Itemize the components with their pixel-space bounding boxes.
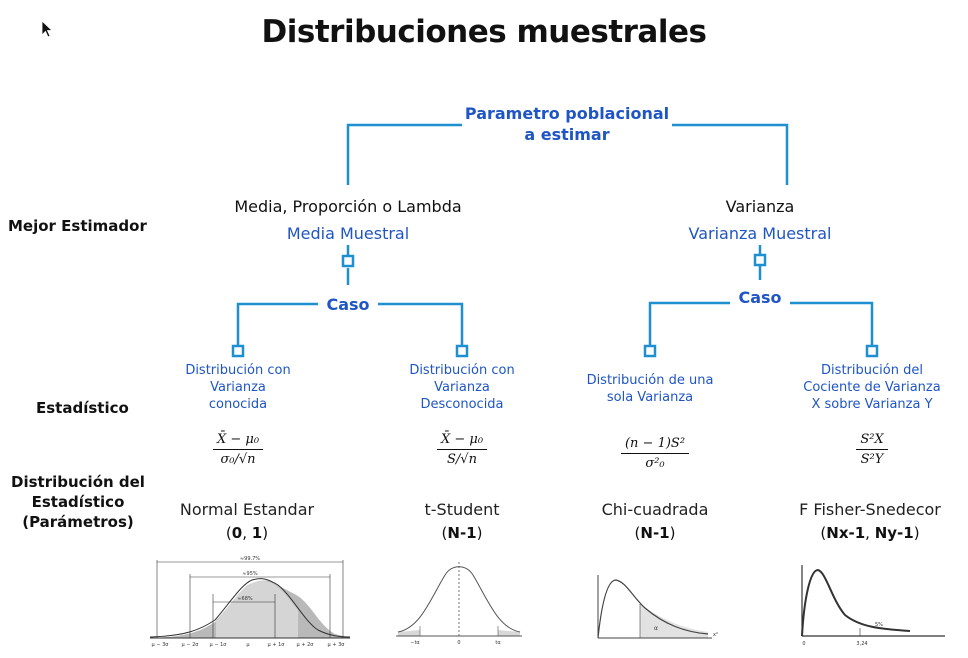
dist-3-params-close: ): [669, 524, 676, 542]
connector-top-left: [346, 123, 462, 185]
dist-2-name: t-Student: [424, 500, 500, 519]
node-square-case-2: [455, 344, 469, 358]
case-1-line1: Distribución con: [185, 363, 291, 378]
dist-4-name: F Fisher-Snedecor: [799, 500, 941, 519]
formula-f-numerator: S²X: [856, 432, 888, 450]
case-1-description: Distribución con Varianza conocida: [158, 362, 318, 413]
formula-f-denominator: S²Y: [860, 452, 884, 467]
case-4-description: Distribución del Cociente de Varianza X …: [782, 362, 962, 413]
top-node-line2: a estimar: [524, 125, 610, 144]
left-estimator-label: Media Muestral: [286, 224, 410, 243]
formula-z: X̄ − μ₀ σ₀/√n: [188, 432, 288, 467]
dist-1-params-close: ): [262, 524, 269, 542]
case-1-line2: Varianza: [210, 380, 266, 395]
dist-3-params-open: (: [634, 524, 641, 542]
case-4-line3: X sobre Varianza Y: [811, 397, 933, 412]
formula-t-denominator: S/√n: [447, 452, 477, 467]
formula-chi: (n − 1)S² σ²₀: [600, 436, 710, 471]
row-label-statistic: Estadístico: [36, 399, 129, 417]
row-label-distribution-line2: Estadístico: [31, 493, 125, 511]
case-1-line3: conocida: [208, 397, 268, 412]
top-node-line1: Parametro poblacional: [464, 104, 670, 123]
dist-1-name: Normal Estandar: [179, 500, 315, 519]
row-label-distribution-line1: Distribución del: [11, 473, 145, 491]
dist-1-params: (0, 1): [152, 524, 342, 542]
case-3-line1: Distribución de una: [586, 373, 714, 388]
row-label-distribution: Distribución del Estadístico (Parámetros…: [4, 472, 152, 532]
case-4-line2: Cociente de Varianza: [803, 380, 941, 395]
formula-chi-numerator: (n − 1)S²: [620, 436, 690, 454]
page-title: Distribuciones muestrales: [261, 14, 707, 50]
case-2-description: Distribución con Varianza Desconocida: [382, 362, 542, 413]
right-caso-label: Caso: [738, 288, 782, 307]
dist-4-params-close: ): [913, 524, 920, 542]
formula-z-numerator: X̄ − μ₀: [212, 432, 264, 450]
formula-z-denominator: σ₀/√n: [220, 452, 256, 467]
formula-chi-denominator: σ²₀: [645, 456, 665, 471]
dist-1-param-a: 0: [231, 524, 243, 542]
row-label-best-estimator: Mejor Estimador: [8, 217, 147, 235]
case-2-line1: Distribución con: [409, 363, 515, 378]
dist-3-param-a: N-1: [640, 524, 670, 542]
dist-1-params-sep: ,: [242, 524, 252, 542]
node-square-case-3: [643, 344, 657, 358]
dist-1-param-b: 1: [251, 524, 263, 542]
node-square-right: [753, 253, 767, 267]
node-square-left: [341, 254, 355, 268]
left-caso-label: Caso: [326, 295, 370, 314]
dist-2-params-open: (: [441, 524, 448, 542]
connector-caso-right-a: [648, 301, 730, 346]
dist-4-param-b: Ny-1: [874, 524, 914, 542]
case-2-line2: Varianza: [434, 380, 490, 395]
mouse-cursor-icon: [41, 20, 54, 38]
node-square-case-4: [865, 344, 879, 358]
dist-2-params-close: ): [476, 524, 483, 542]
connector-caso-left-a: [236, 302, 318, 346]
case-3-description: Distribución de una sola Varianza: [565, 372, 735, 406]
case-2-line3: Desconocida: [420, 397, 504, 412]
dist-3-name: Chi-cuadrada: [601, 500, 709, 519]
dist-1-params-open: (: [225, 524, 232, 542]
node-square-case-1: [231, 344, 245, 358]
connector-top-right: [672, 123, 789, 185]
formula-t-numerator: X̄ − μ₀: [436, 432, 488, 450]
dist-4-params-open: (: [820, 524, 827, 542]
dist-2-param-a: N-1: [447, 524, 477, 542]
case-4-line1: Distribución del: [821, 363, 923, 378]
dist-4-params: (Nx-1, Ny-1): [775, 524, 965, 542]
dist-4-param-a: Nx-1: [826, 524, 866, 542]
formula-t: X̄ − μ₀ S/√n: [412, 432, 512, 467]
dist-4-params-sep: ,: [865, 524, 875, 542]
right-parameter-label: Varianza: [725, 197, 795, 216]
connector-caso-left-b: [378, 302, 464, 346]
dist-2-params: (N-1): [372, 524, 552, 542]
connector-caso-right-b: [790, 301, 874, 346]
row-label-distribution-line3: (Parámetros): [22, 513, 134, 531]
formula-f: S²X S²Y: [832, 432, 912, 467]
top-node-parameter: Parametro poblacional a estimar: [440, 103, 694, 145]
left-parameter-label: Media, Proporción o Lambda: [234, 197, 462, 216]
case-3-line2: sola Varianza: [606, 390, 694, 405]
dist-3-params: (N-1): [560, 524, 750, 542]
right-estimator-label: Varianza Muestral: [688, 224, 832, 243]
